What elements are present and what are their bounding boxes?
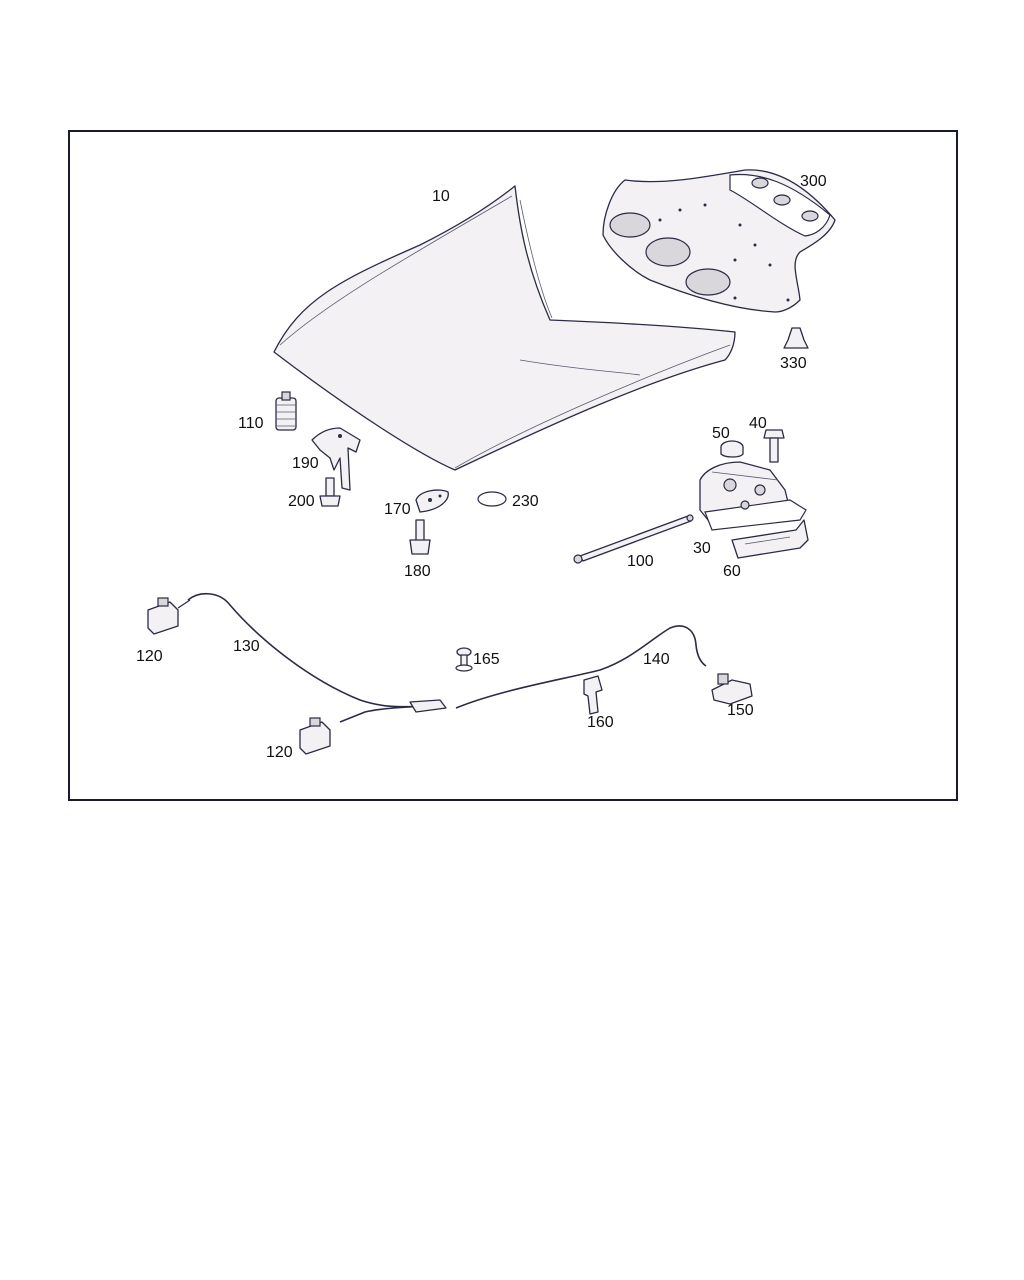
label-cover-60: 60 bbox=[723, 563, 741, 580]
label-handle-120-top: 120 bbox=[136, 648, 163, 665]
plate-170-part[interactable] bbox=[415, 489, 449, 513]
clip-330-part[interactable] bbox=[783, 327, 809, 349]
bolt-40-part[interactable] bbox=[763, 429, 785, 463]
label-stud-180: 180 bbox=[404, 563, 431, 580]
label-gas-strut-100: 100 bbox=[627, 553, 654, 570]
label-cable-140: 140 bbox=[643, 651, 670, 668]
bracket-150-part[interactable] bbox=[711, 673, 753, 705]
bumper-110-part[interactable] bbox=[275, 391, 297, 431]
label-plate-170: 170 bbox=[384, 501, 411, 518]
handle-120-bottom-part[interactable] bbox=[299, 717, 331, 755]
label-handle-120-bottom: 120 bbox=[266, 744, 293, 761]
cap-50-part[interactable] bbox=[720, 440, 744, 458]
plug-230-part[interactable] bbox=[477, 491, 507, 507]
gas-strut-100-part[interactable] bbox=[573, 514, 694, 564]
label-lock-30: 30 bbox=[693, 540, 711, 557]
label-bolt-40: 40 bbox=[749, 415, 767, 432]
label-bumper-110: 110 bbox=[238, 415, 264, 432]
handle-120-top-part[interactable] bbox=[147, 597, 191, 635]
label-rivet-165: 165 bbox=[473, 651, 500, 668]
label-hood-insulation: 300 bbox=[800, 173, 827, 190]
label-clip-330: 330 bbox=[780, 355, 807, 372]
label-hood: 10 bbox=[432, 188, 450, 205]
cover-60-part[interactable] bbox=[731, 519, 809, 559]
hinge-plate-190-part[interactable] bbox=[311, 427, 361, 491]
cable-140-part[interactable] bbox=[455, 625, 707, 709]
cable-130-part[interactable] bbox=[187, 592, 441, 723]
hood-insulation-part[interactable] bbox=[602, 169, 836, 313]
rivet-165-part[interactable] bbox=[455, 647, 473, 672]
label-bolt-200: 200 bbox=[288, 493, 315, 510]
cable-130-junction bbox=[409, 699, 447, 713]
hood-part[interactable] bbox=[273, 185, 736, 471]
label-cable-130: 130 bbox=[233, 638, 260, 655]
label-bracket-150: 150 bbox=[727, 702, 754, 719]
label-hinge-plate-190: 190 bbox=[292, 455, 319, 472]
label-holder-160: 160 bbox=[587, 714, 614, 731]
bolt-200-part[interactable] bbox=[319, 477, 341, 507]
diagram-frame bbox=[68, 130, 958, 801]
label-plug-230: 230 bbox=[512, 493, 539, 510]
label-cap-50: 50 bbox=[712, 425, 730, 442]
holder-160-part[interactable] bbox=[583, 675, 603, 715]
stud-180-part[interactable] bbox=[409, 519, 431, 555]
lock-30-part[interactable] bbox=[699, 461, 807, 531]
